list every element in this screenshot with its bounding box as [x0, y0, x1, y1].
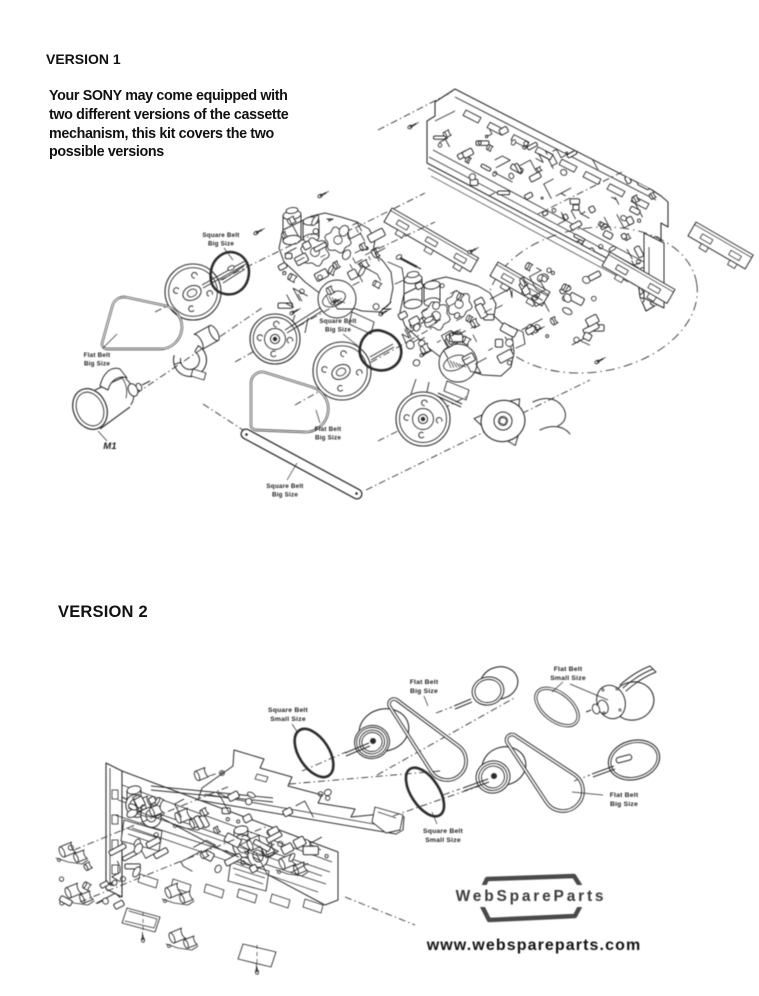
svg-text:Flat Belt: Flat Belt [610, 792, 639, 799]
svg-text:Flat Belt: Flat Belt [410, 679, 439, 686]
svg-text:Big Size: Big Size [208, 241, 234, 248]
svg-text:Big Size: Big Size [315, 435, 341, 442]
svg-text:Flat Belt: Flat Belt [315, 426, 342, 433]
svg-text:Small Size: Small Size [425, 837, 461, 844]
svg-text:Small Size: Small Size [550, 675, 586, 682]
svg-text:Square Belt: Square Belt [202, 232, 240, 239]
svg-text:Big Size: Big Size [272, 492, 298, 499]
svg-text:Flat Belt: Flat Belt [554, 666, 583, 673]
svg-text:Big Size: Big Size [410, 688, 438, 695]
svg-text:Square Belt: Square Belt [268, 707, 309, 714]
svg-text:Square Belt: Square Belt [266, 483, 304, 490]
svg-text:Small Size: Small Size [270, 716, 306, 723]
svg-text:Square Belt: Square Belt [319, 318, 357, 325]
svg-text:www.webspareparts.com: www.webspareparts.com [426, 937, 642, 954]
svg-text:Big Size: Big Size [84, 361, 110, 368]
svg-text:Big Size: Big Size [610, 801, 638, 808]
svg-text:Flat Belt: Flat Belt [84, 352, 111, 359]
svg-text:Big Size: Big Size [325, 327, 351, 334]
svg-text:Square Belt: Square Belt [423, 828, 464, 835]
svg-text:M1: M1 [103, 441, 117, 452]
svg-text:WebSpareParts: WebSpareParts [456, 888, 607, 905]
